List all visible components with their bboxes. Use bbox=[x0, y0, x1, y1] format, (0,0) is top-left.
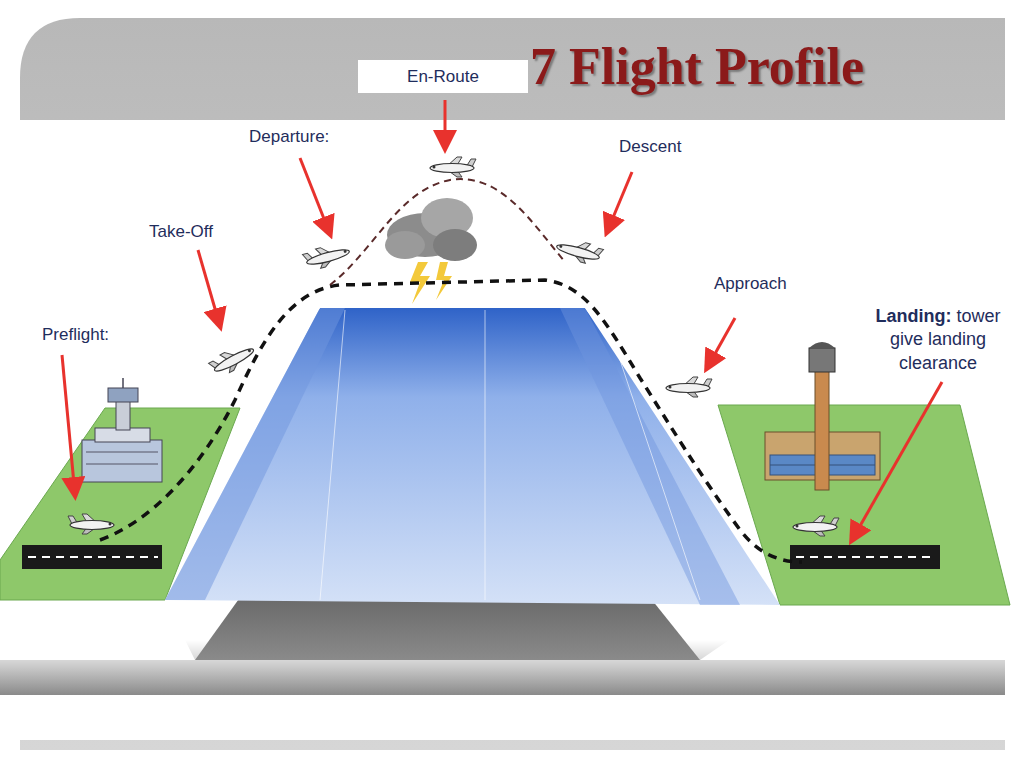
phase-label: Descent bbox=[619, 136, 681, 157]
phase-label: Preflight: bbox=[42, 324, 109, 345]
callout-heading: Landing: bbox=[876, 306, 952, 326]
phase-label: Take-Off bbox=[149, 221, 213, 242]
callout-note: Landing:tower give landing clearance bbox=[864, 305, 1012, 375]
phase-name: En-Route bbox=[407, 66, 479, 87]
phase-label: Approach bbox=[714, 273, 787, 294]
phase-label: Departure: bbox=[249, 126, 329, 147]
slide-title: 7 Flight Profile bbox=[530, 38, 864, 95]
phase-box: En-Route bbox=[358, 60, 528, 93]
